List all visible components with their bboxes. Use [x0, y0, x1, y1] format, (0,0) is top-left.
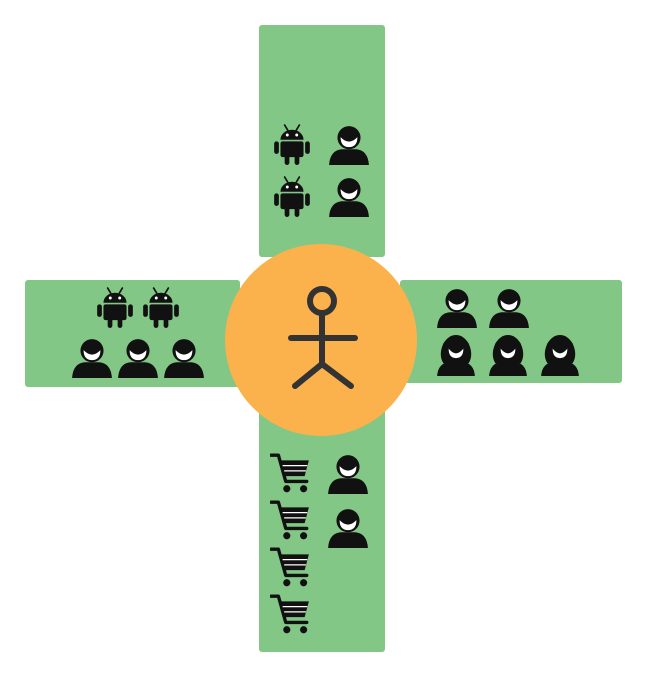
arm-top	[259, 25, 385, 257]
stick-figure-icon	[288, 286, 358, 389]
arm-bottom	[259, 405, 385, 652]
